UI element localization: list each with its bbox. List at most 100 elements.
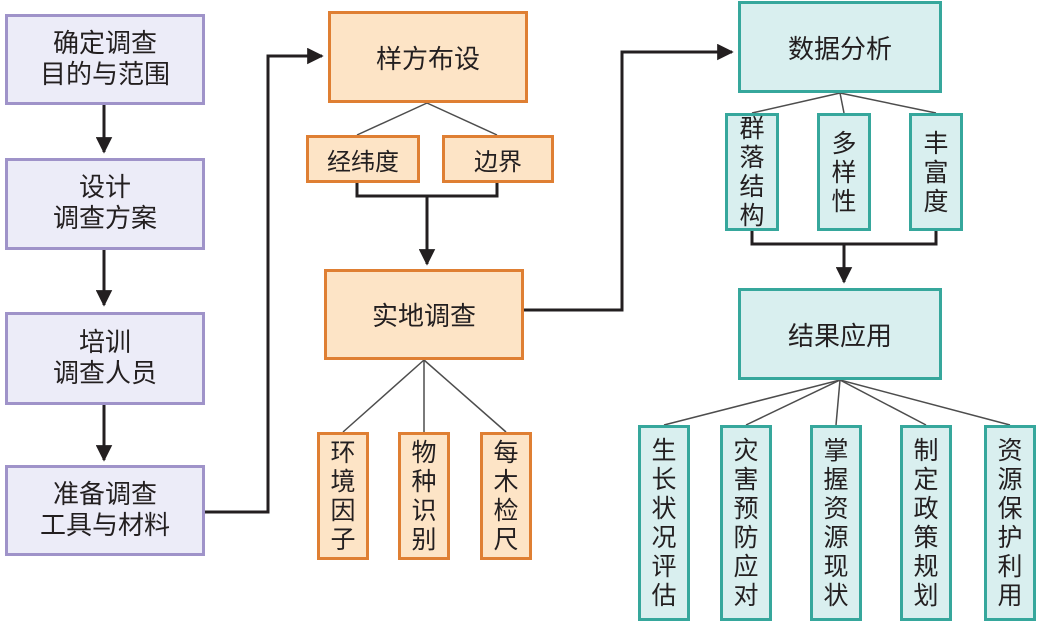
fan-application-3 xyxy=(835,379,841,426)
fan-plot-setup-2 xyxy=(426,102,498,136)
vertical-label: 每木检尺 xyxy=(493,438,518,554)
fan-survey-1 xyxy=(342,359,425,433)
fan-application-1 xyxy=(663,379,841,426)
node-resource-protection: 资源保护利用 xyxy=(984,425,1036,621)
label-char: 样 xyxy=(831,157,857,187)
label-char: 应 xyxy=(733,552,759,581)
node-plot-setup: 样方布设 xyxy=(328,11,528,103)
label-char: 构 xyxy=(739,201,765,230)
label-char: 性 xyxy=(831,186,857,216)
label-char: 子 xyxy=(330,525,356,554)
node-community-structure: 群落结构 xyxy=(725,113,779,231)
vertical-label: 群落结构 xyxy=(739,114,764,230)
vertical-label: 资源保护利用 xyxy=(997,436,1022,610)
label-char: 政 xyxy=(913,494,939,523)
label-char: 对 xyxy=(733,581,759,610)
label-char: 结 xyxy=(739,172,765,201)
label-char: 制 xyxy=(913,436,939,465)
fan-plot-setup-1 xyxy=(356,102,428,136)
fan-analysis-3 xyxy=(839,92,937,114)
label-char: 利 xyxy=(997,552,1023,581)
label-char: 预 xyxy=(733,494,759,523)
fan-analysis-2 xyxy=(839,92,845,114)
label-char: 种 xyxy=(411,467,437,496)
arrow-step4-to-plot-setup xyxy=(205,47,324,514)
vertical-label: 生长状况评估 xyxy=(651,436,676,610)
label-char: 状 xyxy=(651,494,677,523)
label-char: 策 xyxy=(913,523,939,552)
vertical-label: 丰富度 xyxy=(923,129,948,216)
label-char: 物 xyxy=(411,438,437,467)
label-char: 源 xyxy=(823,523,849,552)
label-char: 估 xyxy=(651,581,677,610)
step-design-plan: 设计 调查方案 xyxy=(5,158,205,250)
label-char: 富 xyxy=(923,157,949,187)
fan-application-4 xyxy=(839,379,927,426)
step-prepare-tools: 准备调查 工具与材料 xyxy=(5,465,205,556)
fan-analysis-1 xyxy=(751,92,841,114)
node-resource-status: 掌握资源现状 xyxy=(810,425,862,621)
vertical-label: 制定政策规划 xyxy=(913,436,938,610)
node-disaster-prevention: 灾害预防应对 xyxy=(720,425,772,621)
label-char: 掌 xyxy=(823,436,849,465)
node-result-application: 结果应用 xyxy=(738,288,942,380)
label-char: 群 xyxy=(739,114,765,143)
vertical-label: 多样性 xyxy=(831,129,856,216)
label-char: 资 xyxy=(997,436,1023,465)
label-char: 别 xyxy=(411,525,437,554)
vertical-label: 掌握资源现状 xyxy=(823,436,848,610)
label-char: 定 xyxy=(913,465,939,494)
node-latitude-longitude: 经纬度 xyxy=(306,135,420,183)
fan-application-5 xyxy=(839,379,1011,426)
label-char: 丰 xyxy=(923,128,949,158)
label-char: 防 xyxy=(733,523,759,552)
node-species-identification: 物种识别 xyxy=(398,432,450,560)
label-char: 因 xyxy=(330,496,356,525)
label-char: 害 xyxy=(733,465,759,494)
fan-survey-3 xyxy=(423,359,507,433)
vertical-label: 物种识别 xyxy=(411,438,436,554)
vertical-label: 灾害预防应对 xyxy=(733,436,758,610)
node-field-survey: 实地调查 xyxy=(324,269,524,360)
label-char: 评 xyxy=(651,552,677,581)
label-char: 用 xyxy=(997,581,1023,610)
vertical-label: 环境因子 xyxy=(330,438,355,554)
label-char: 落 xyxy=(739,143,765,172)
connector-plot-sub-bottom xyxy=(355,183,499,198)
label-char: 木 xyxy=(493,467,519,496)
label-char: 尺 xyxy=(493,525,519,554)
label-char: 识 xyxy=(411,496,437,525)
label-char: 度 xyxy=(923,186,949,216)
step-train-staff: 培训 调查人员 xyxy=(5,312,205,405)
label-char: 划 xyxy=(913,581,939,610)
node-tree-measurement: 每木检尺 xyxy=(480,432,532,560)
label-char: 灾 xyxy=(733,436,759,465)
node-policy-planning: 制定政策规划 xyxy=(900,425,952,621)
connector-analysis-bottom xyxy=(750,231,938,246)
arrow-field-survey-to-analysis xyxy=(524,43,734,312)
label-char: 保 xyxy=(997,494,1023,523)
label-char: 现 xyxy=(823,552,849,581)
label-char: 长 xyxy=(651,465,677,494)
node-growth-assessment: 生长状况评估 xyxy=(638,425,690,621)
node-richness: 丰富度 xyxy=(909,113,963,231)
node-environmental-factors: 环境因子 xyxy=(317,432,369,560)
step-define-purpose: 确定调查 目的与范围 xyxy=(5,14,205,105)
label-char: 护 xyxy=(997,523,1023,552)
label-char: 每 xyxy=(493,438,519,467)
label-char: 环 xyxy=(330,438,356,467)
fan-application-2 xyxy=(745,379,841,426)
label-char: 规 xyxy=(913,552,939,581)
label-char: 握 xyxy=(823,465,849,494)
label-char: 生 xyxy=(651,436,677,465)
label-char: 状 xyxy=(823,581,849,610)
label-char: 资 xyxy=(823,494,849,523)
label-char: 况 xyxy=(651,523,677,552)
label-char: 检 xyxy=(493,496,519,525)
node-data-analysis: 数据分析 xyxy=(738,1,942,93)
node-boundary: 边界 xyxy=(442,135,554,183)
label-char: 境 xyxy=(330,467,356,496)
label-char: 多 xyxy=(831,128,857,158)
label-char: 源 xyxy=(997,465,1023,494)
